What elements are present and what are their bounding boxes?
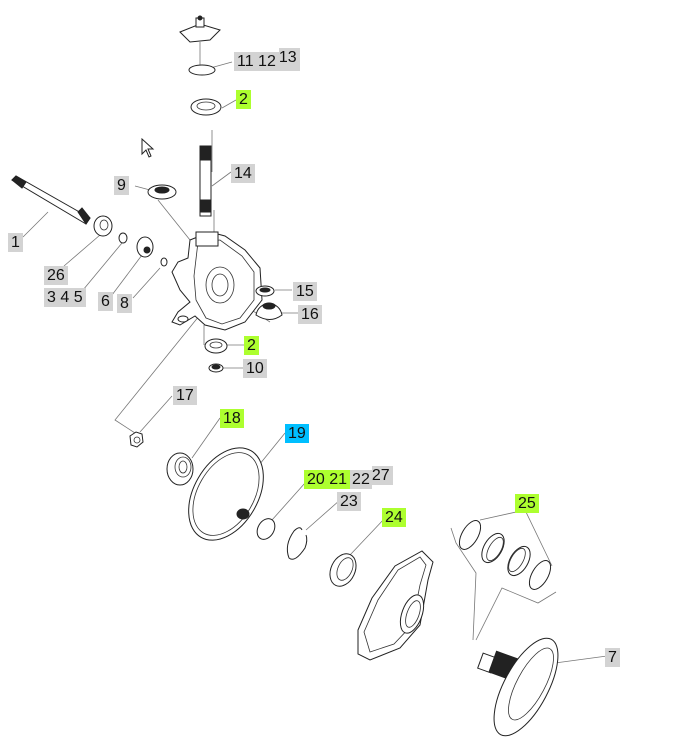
callout-9[interactable]: 9 [114,176,129,195]
callout-3-4-5[interactable]: 3 4 5 [44,288,86,307]
part-disc-19[interactable] [173,435,278,554]
callout-10[interactable]: 10 [243,359,267,378]
callout-16[interactable]: 16 [298,305,322,324]
part-seal-10[interactable] [208,363,224,373]
part-ring-345[interactable] [118,232,128,244]
part-seal-15[interactable] [255,285,275,297]
callout-6[interactable]: 6 [98,292,113,311]
part-bearing-26[interactable] [93,215,113,237]
part-ring-set-25[interactable] [455,517,555,593]
callout-17[interactable]: 17 [173,386,197,405]
part-bearing-24[interactable] [325,550,361,591]
part-shaft-14[interactable] [199,145,212,217]
part-ring-20[interactable] [254,515,279,542]
part-cap-9[interactable] [147,184,177,200]
callout-13-label: 13 [278,48,300,67]
part-seal-6[interactable] [136,236,154,258]
callout-1[interactable]: 1 [8,233,23,252]
callout-15[interactable]: 15 [293,282,317,301]
callout-2-top[interactable]: 2 [236,90,251,109]
part-cup-16[interactable] [255,302,283,320]
callout-8[interactable]: 8 [117,294,132,313]
callout-19[interactable]: 19 [285,424,309,443]
callout-7[interactable]: 7 [605,648,620,667]
part-bearing-top[interactable] [190,98,222,116]
callout-23[interactable]: 23 [337,492,361,511]
callout-18[interactable]: 18 [220,409,244,428]
part-bearing-18[interactable] [166,452,194,486]
part-housing[interactable] [171,231,263,331]
callout-25[interactable]: 25 [515,494,539,513]
part-top-cover[interactable] [179,15,221,76]
callout-26[interactable]: 26 [44,266,68,285]
part-nut-17[interactable] [129,431,144,448]
part-cover-plate[interactable] [357,550,434,661]
mouse-pointer-icon [141,138,155,158]
callout-22-label: 22 [350,470,372,489]
callout-2-mid[interactable]: 2 [244,336,259,355]
callout-11-12-label: 11 12 [234,52,279,71]
part-long-shaft-1[interactable] [11,175,91,225]
part-oring-8[interactable] [160,257,168,267]
callout-14[interactable]: 14 [231,164,255,183]
callout-20-21-label: 20 21 [304,470,351,489]
part-flange-shaft-7[interactable] [477,629,571,745]
part-circlip-23[interactable] [286,527,308,560]
part-bearing-mid[interactable] [204,338,228,354]
callout-24[interactable]: 24 [382,508,406,527]
callout-27-label: 27 [371,466,393,485]
